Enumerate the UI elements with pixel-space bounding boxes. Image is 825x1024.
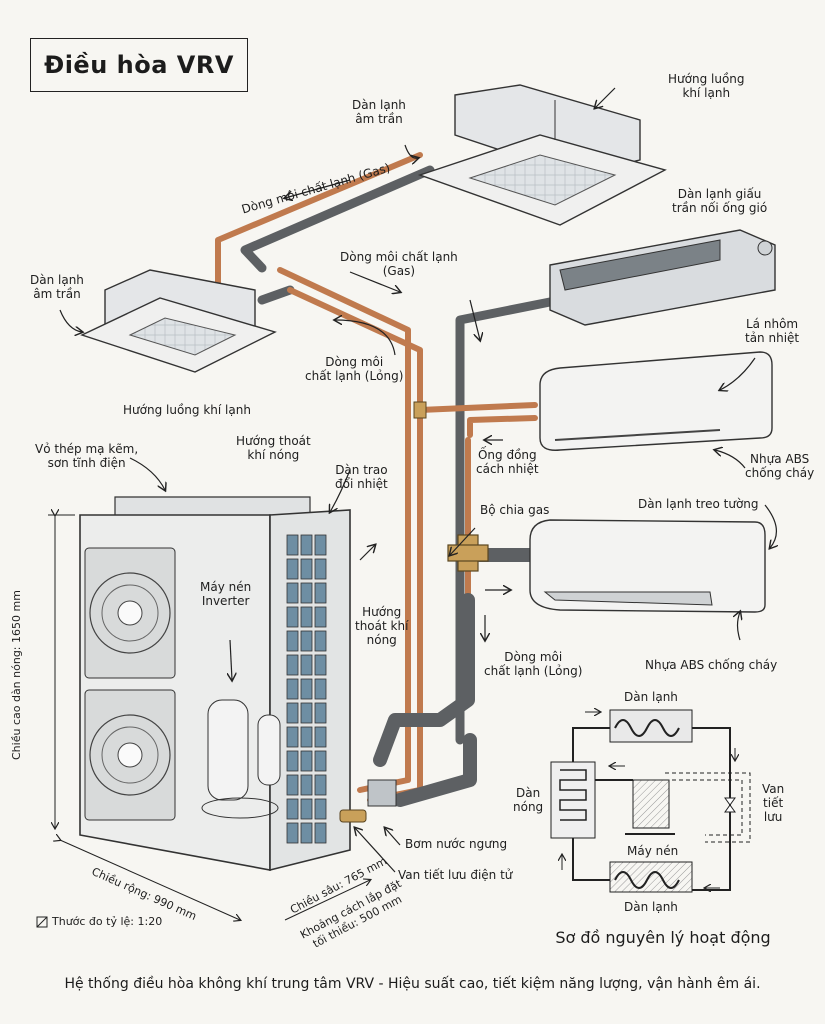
coil-cell [314,726,327,748]
coil-cell [314,534,327,556]
dimension-lines [48,515,370,920]
insulated-riser [373,593,475,767]
wall-unit-upper [539,351,773,451]
coil-cell [300,582,313,604]
coil-cell [300,606,313,628]
copper-pipe-top [215,152,423,303]
coil-cell [300,774,313,796]
refrigeration-cycle-schematic [550,710,751,893]
flow-arrows [59,87,776,873]
coil-cell [286,558,299,580]
label-expansion-valve: Van tiết lưu điện tử [398,868,513,882]
coil-cell [314,654,327,676]
valve-assembly [339,779,397,823]
coil-cell [300,654,313,676]
coil-cell [286,534,299,556]
coil-cell [300,678,313,700]
coil-cell [300,798,313,820]
coil-cell [314,606,327,628]
cycle-label-evaporator-top: Dàn lạnh [624,690,678,704]
cassette-unit-left [80,269,277,373]
coil-cell [286,822,299,844]
coil-cell [300,534,313,556]
copper-branch-upper [417,402,538,413]
heat-exchanger-coils [286,534,327,844]
coil-cell [314,774,327,796]
coil-cell [300,750,313,772]
insulated-return [393,733,477,807]
coil-cell [314,798,327,820]
coil-cell [314,702,327,724]
coil-cell [300,822,313,844]
coil-cell [286,798,299,820]
coil-cell [286,678,299,700]
outdoor-unit [79,496,351,872]
coil-cell [314,582,327,604]
label-wall-unit: Dàn lạnh treo tường [638,497,759,511]
page-title: Điều hòa VRV [44,51,234,79]
ducted-unit [549,229,776,326]
coil-cell [314,822,327,844]
label-gas-flow-mid: Dòng môi chất lạnh(Gas) [340,250,458,278]
cassette-unit-top [417,84,667,226]
insulated-pipe-left [257,285,295,305]
wall-unit-lower [529,519,766,613]
label-abs-bottom: Nhựa ABS chống cháy [645,658,778,672]
coil-cell [286,582,299,604]
label-steel-shell: Vỏ thép mạ kẽm,sơn tĩnh điện [35,442,139,470]
coil-cell [286,726,299,748]
coil-cell [314,750,327,772]
coil-cell [300,558,313,580]
coil-cell [300,630,313,652]
coil-cell [286,750,299,772]
label-condensate-pump: Bơm nước ngưng [405,837,508,851]
label-gas-splitter: Bộ chia gas [480,503,550,517]
coil-cell [314,678,327,700]
title-box: Điều hòa VRV [30,38,248,92]
label-scale: Thước đo tỷ lệ: 1:20 [52,915,163,928]
cycle-label-compressor: Máy nén [627,844,679,858]
insulated-pipe-top [240,165,435,273]
coil-cell [314,558,327,580]
label-airflow-left: Hướng luồng khí lạnh [123,403,251,417]
coil-cell [286,654,299,676]
coil-cell [286,606,299,628]
coil-cell [314,630,327,652]
coil-cell [286,630,299,652]
label-height-dim: Chiều cao dàn nóng: 1650 mm [10,590,23,760]
footer-caption: Hệ thống điều hòa không khí trung tâm VR… [64,976,761,992]
copper-branch-upper-2 [467,415,538,438]
coil-cell [300,702,313,724]
compressor-drawing [201,699,281,819]
coil-cell [286,702,299,724]
cycle-title: Sơ đồ nguyên lý hoạt động [555,928,771,947]
cycle-label-evaporator-bottom: Dàn lạnh [624,900,678,914]
scale-icon [36,916,48,928]
gas-splitter-fitting [413,401,489,572]
insulated-pipe-ducted [455,295,565,745]
coil-cell [300,726,313,748]
coil-cell [286,774,299,796]
